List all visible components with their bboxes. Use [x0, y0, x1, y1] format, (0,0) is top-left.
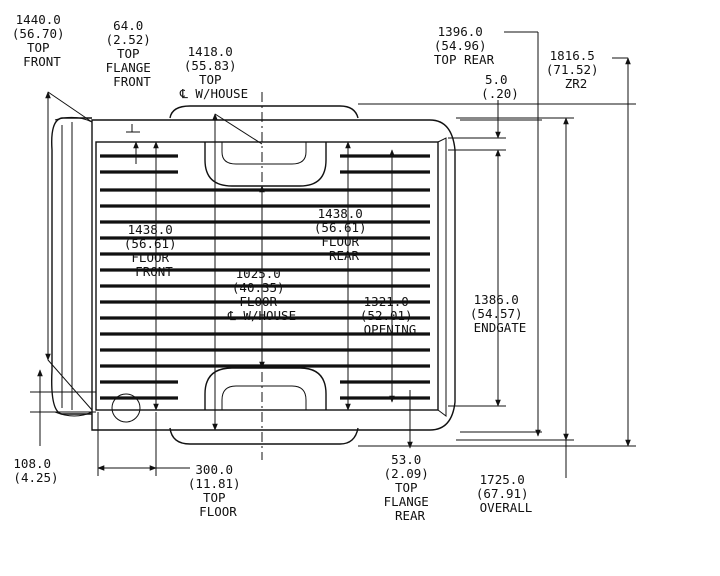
dimension-lines — [30, 31, 636, 478]
label-top-wheelhouse: 1418.0 (55.83) TOP ℄ W/HOUSE — [179, 44, 248, 101]
label-top-rear-gap: 5.0 (.20) — [481, 72, 519, 101]
label-zr2: 1816.5 (71.52) ZR2 — [546, 48, 606, 91]
label-top-floor: 300.0 (11.81) TOP FLOOR — [188, 462, 248, 519]
label-top-flange-front: 64.0 (2.52) TOP FLANGE FRONT — [106, 18, 159, 89]
label-front-offset: 108.0 (4.25) — [13, 456, 58, 485]
label-top-rear: 1396.0 (54.96) TOP REAR — [434, 24, 495, 67]
label-floor-wheelhouse: 1025.0 (40.35) FLOOR ℄ W/HOUSE — [227, 266, 296, 323]
label-floor-rear: 1438.0 (56.61) FLOOR REAR — [314, 206, 374, 263]
label-overall: 1725.0 (67.91) OVERALL — [476, 472, 536, 515]
label-floor-front: 1438.0 (56.61) FLOOR FRONT — [124, 222, 184, 279]
label-endgate: 1386.0 (54.57) ENDGATE — [470, 292, 530, 335]
label-top-front: 1440.0 (56.70) TOP FRONT — [12, 12, 72, 69]
label-top-flange-rear: 53.0 (2.09) TOP FLANGE REAR — [384, 452, 437, 523]
label-opening: 1321.0 (52.01) OPENING — [360, 294, 420, 337]
bed-outline — [51, 105, 456, 445]
